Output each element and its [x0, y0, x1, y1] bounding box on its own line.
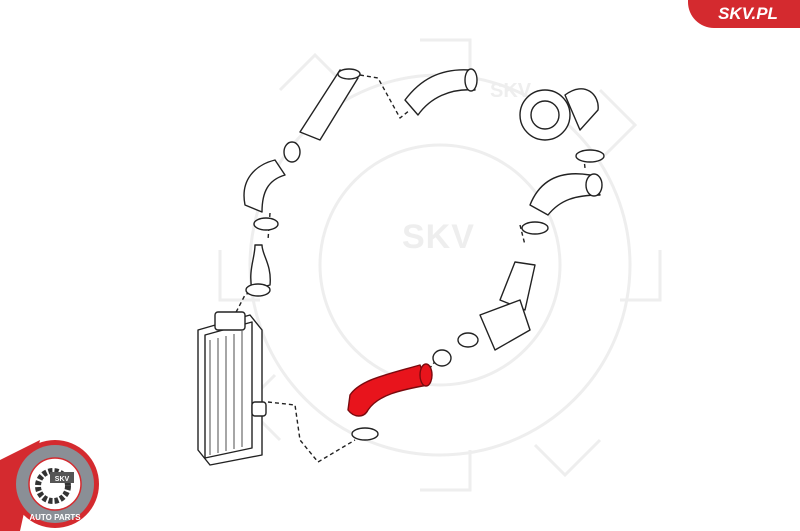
svg-text:SKV: SKV — [55, 476, 70, 483]
intercooler — [197, 311, 267, 466]
pipe-right — [432, 173, 603, 367]
highlighted-intercooler-hose — [347, 363, 433, 417]
watermark-text: SKV — [402, 218, 475, 256]
turbocharger — [519, 88, 605, 163]
svg-text:AUTO PARTS: AUTO PARTS — [29, 513, 81, 522]
hose-clamp — [351, 427, 379, 441]
pipe-upper-left — [243, 68, 361, 297]
hose-upper — [404, 68, 478, 116]
site-brand-tab[interactable]: SKV.PL — [688, 0, 800, 28]
skv-auto-parts-logo: SKV AUTO PARTS — [0, 420, 110, 531]
